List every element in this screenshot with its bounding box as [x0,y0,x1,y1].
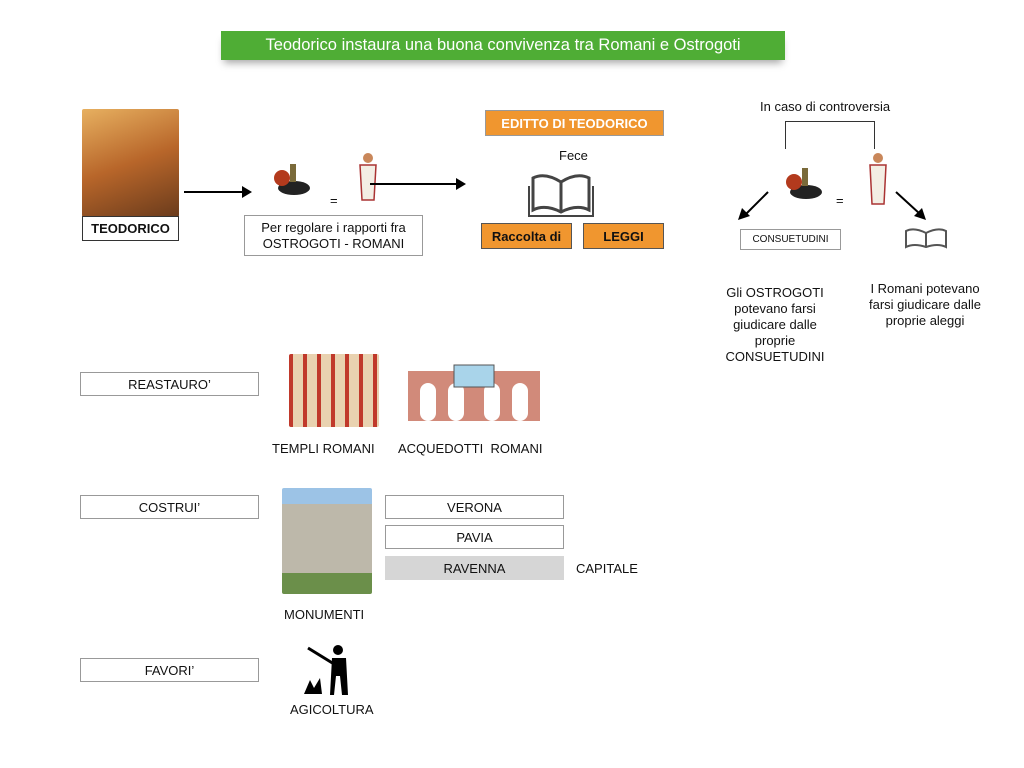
city-pavia: PAVIA [385,525,564,549]
rapporti-line: OSTROGOTI - ROMANI [262,235,405,251]
text-line: Gli OSTROGOTI [726,285,824,300]
monumenti-label: MONUMENTI [284,607,365,622]
roman-figure-icon [869,153,887,205]
arrow-left-down-icon [738,191,769,220]
text-line: I Romani potevano [870,281,980,296]
arrow-icon [370,178,466,190]
mausoleo-image [282,488,372,594]
costrui-box: COSTRUI’ [80,495,259,519]
teodorico-label: TEODORICO [82,216,179,241]
book-icon [528,174,594,217]
text-line: CONSUETUDINI [725,349,825,364]
text-line: potevano farsi [734,301,816,316]
ostrogoth-rider-icon [786,168,822,199]
capitale-label: CAPITALE [576,561,638,576]
templi-label: TEMPLI ROMANI [272,441,375,456]
templi-image [289,354,379,427]
raccolta-label: Raccolta di [481,223,572,249]
equals-sign: = [836,193,844,208]
city-verona: VERONA [385,495,564,519]
acquedotti-image [408,364,540,421]
controversia-label: In caso di controversia [760,99,891,114]
arrow-icon [184,186,252,198]
arrow-right-down-icon [895,191,926,220]
text-line: proprie [754,333,796,348]
favori-box: FAVORI’ [80,658,259,682]
roman-figure-icon [359,153,377,201]
bracket-line [785,121,875,149]
ostrogoth-rider-icon [274,164,310,195]
consuetudini-box: CONSUETUDINI [740,229,841,250]
page-title: Teodorico instaura una buona convivenza … [221,31,785,60]
leggi-label: LEGGI [583,223,664,249]
text-line: giudicare dalle [733,317,817,332]
book-icon [905,228,947,249]
agricoltura-label: AGICOLTURA [290,702,374,717]
restauro-box: REASTAURO’ [80,372,259,396]
fece-label: Fece [559,148,588,163]
text-line: proprie aleggi [885,313,965,328]
acquedotti-label: ACQUEDOTTI ROMANI [398,441,543,456]
text-line: farsi giudicare dalle [868,297,981,312]
farmer-icon [304,645,348,695]
equals-sign: = [330,193,338,208]
teodorico-image [82,109,179,217]
city-ravenna: RAVENNA [385,556,564,580]
rapporti-line: Per regolare i rapporti fra [261,219,406,235]
editto-label: EDITTO DI TEODORICO [485,110,664,136]
